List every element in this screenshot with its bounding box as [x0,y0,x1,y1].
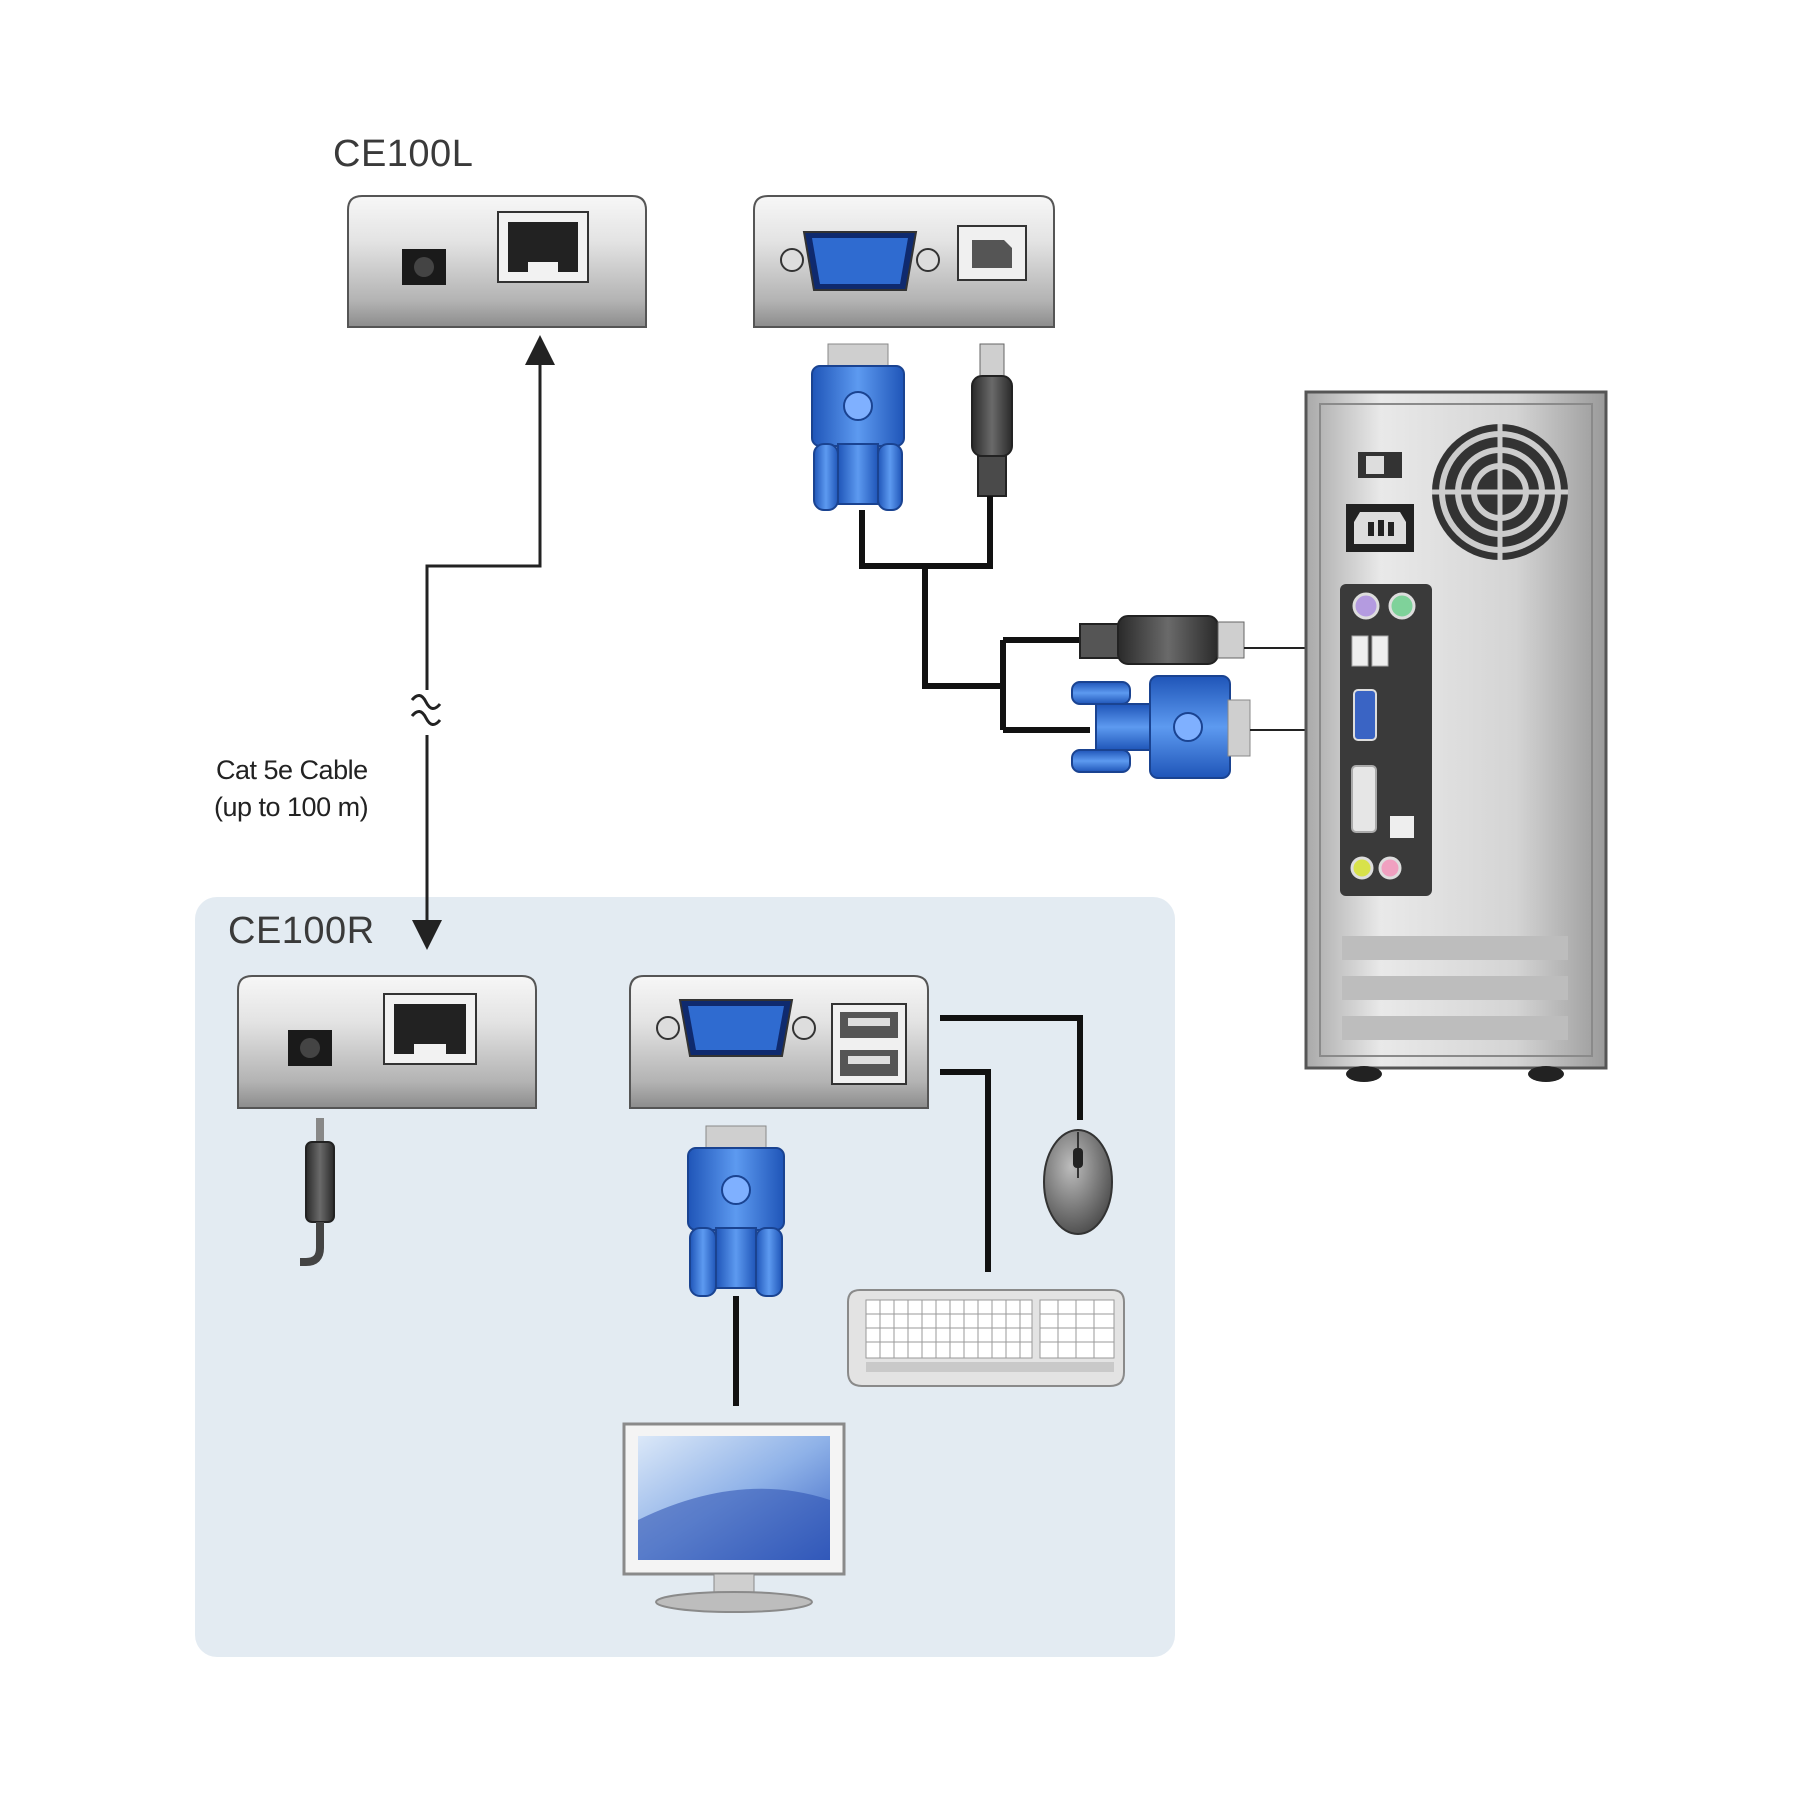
vga-port-icon [656,999,816,1057]
rj45-port-icon [497,211,589,283]
usb-cable-to-keyboard [940,1069,991,1272]
vga-connector-icon [687,1125,785,1297]
ce100l-rear-panel [753,195,1055,328]
monitor-icon [622,1422,846,1613]
ce100r-rear-panel [629,975,929,1109]
rj45-port-icon [383,993,477,1065]
cable-break-icon [410,694,442,710]
usb-plug-icon [1079,615,1245,665]
cat5e-cable-to-local [425,335,555,690]
ce100r-front-panel [237,975,537,1109]
vga-connector-icon [811,343,905,511]
cable-label-line1: Cat 5e Cable [216,755,368,785]
ce100r-label: CE100R [228,910,375,952]
ce100l-label: CE100L [333,133,474,175]
usb-a-port-icon [831,1003,907,1085]
kvm-cable-to-pc [859,496,1100,733]
cable-label-line2: (up to 100 m) [214,792,369,822]
pc-tower-icon [1304,390,1608,1082]
usb-plug-icon [971,343,1013,497]
vga-connector-icon [1071,675,1251,779]
ce100l-front-panel [347,195,647,328]
usb-b-port-icon [957,225,1027,281]
usb-cable-to-mouse [940,1015,1083,1120]
power-plug-icon [300,1118,335,1266]
keyboard-icon [847,1289,1125,1387]
mouse-icon [1043,1129,1113,1235]
vga-port-icon [780,231,940,291]
